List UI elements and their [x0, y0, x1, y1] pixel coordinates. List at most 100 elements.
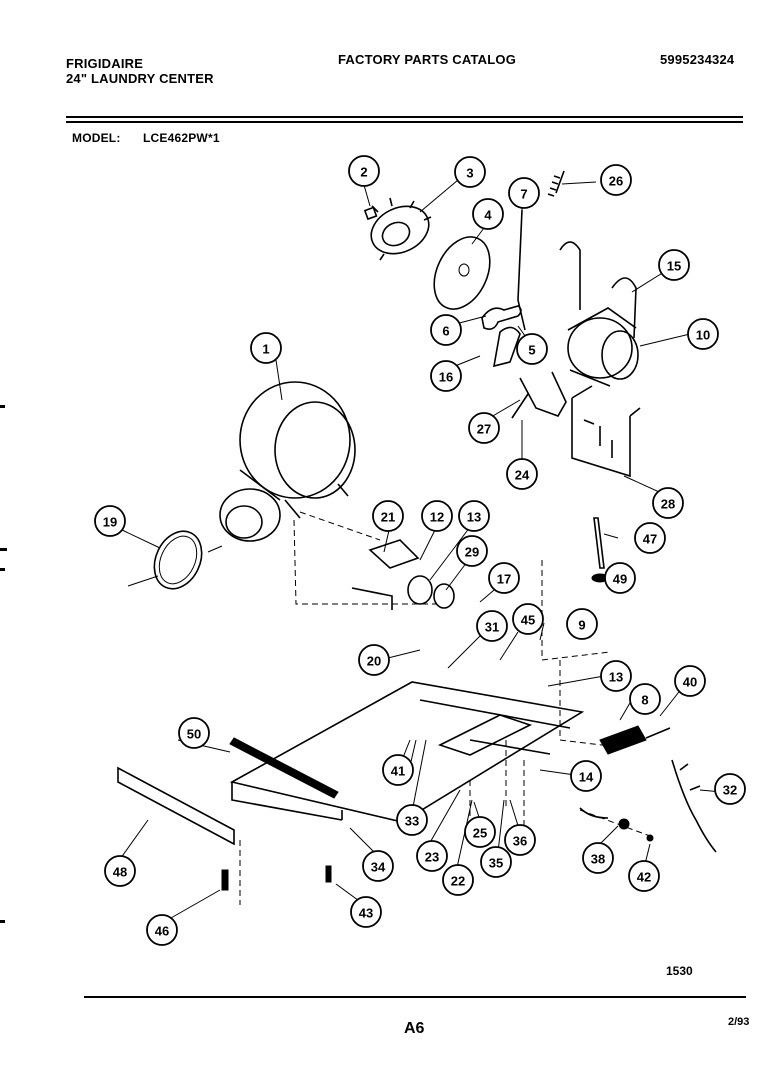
callout-13: 13	[458, 500, 490, 532]
callout-34: 34	[362, 850, 394, 882]
callout-circle	[714, 773, 746, 805]
callout-circle	[468, 412, 500, 444]
callout-36: 36	[504, 824, 536, 856]
callout-20: 20	[358, 644, 390, 676]
bolt-part	[325, 865, 332, 883]
bolt-part	[221, 869, 229, 891]
assembly-line	[541, 560, 611, 747]
drawing-code: 1530	[666, 964, 693, 978]
rail-part	[229, 737, 339, 799]
callout-27: 27	[468, 412, 500, 444]
callout-15: 15	[658, 249, 690, 281]
callout-circle	[566, 608, 598, 640]
assembly-line	[579, 809, 651, 837]
callout-42: 42	[628, 860, 660, 892]
callout-circle	[512, 603, 544, 635]
callout-17: 17	[488, 562, 520, 594]
callout-label: 3	[466, 166, 473, 181]
callout-4: 4	[472, 198, 504, 230]
callout-label: 8	[641, 693, 648, 708]
leader-line	[117, 179, 723, 923]
brand-name: FRIGIDAIRE	[66, 56, 144, 71]
callout-label: 13	[609, 670, 623, 685]
callout-label: 47	[643, 532, 657, 547]
callout-label: 34	[371, 860, 386, 875]
callout-circle	[604, 562, 636, 594]
bracket-part	[481, 305, 522, 330]
callout-label: 10	[696, 328, 710, 343]
callout-circle	[658, 249, 690, 281]
shaft-assembly-part	[351, 539, 455, 610]
callout-circle	[456, 535, 488, 567]
callout-label: 15	[667, 259, 681, 274]
callout-circle	[430, 360, 462, 392]
motor-mount-part	[571, 385, 641, 478]
callout-circle	[416, 840, 448, 872]
callout-label: 17	[497, 572, 511, 587]
callout-circle	[464, 816, 496, 848]
callout-49: 49	[604, 562, 636, 594]
callout-label: 4	[484, 208, 492, 223]
callout-31: 31	[476, 610, 508, 642]
callout-circle	[504, 824, 536, 856]
callout-12: 12	[421, 500, 453, 532]
assembly-line	[299, 511, 381, 541]
callout-32: 32	[714, 773, 746, 805]
blower-housing-part	[219, 381, 356, 542]
callout-label: 21	[381, 510, 395, 525]
callout-14: 14	[570, 760, 602, 792]
rail-part-48	[117, 766, 235, 846]
callout-45: 45	[512, 603, 544, 635]
callout-29: 29	[456, 535, 488, 567]
callout-label: 29	[465, 545, 479, 560]
callout-label: 38	[591, 852, 605, 867]
scan-mark	[0, 920, 5, 923]
callout-48: 48	[104, 855, 136, 887]
callout-circle	[458, 500, 490, 532]
idler-arm-part	[511, 371, 567, 419]
callout-label: 50	[187, 727, 201, 742]
callout-7: 7	[508, 177, 540, 209]
callout-circle	[570, 760, 602, 792]
callout-41: 41	[382, 754, 414, 786]
callout-46: 46	[146, 914, 178, 946]
callout-label: 2	[360, 165, 367, 180]
callout-35: 35	[480, 846, 512, 878]
callout-circle	[396, 804, 428, 836]
callout-circle	[634, 522, 666, 554]
callout-label: 36	[513, 834, 527, 849]
callout-8: 8	[629, 683, 661, 715]
callout-label: 48	[113, 865, 127, 880]
callout-26: 26	[600, 164, 632, 196]
callout-circle	[506, 458, 538, 490]
callout-38: 38	[582, 842, 614, 874]
callout-circle	[600, 164, 632, 196]
callout-circle	[358, 644, 390, 676]
product-subtitle: 24" LAUNDRY CENTER	[66, 71, 214, 86]
callout-circle	[104, 855, 136, 887]
callout-circle	[348, 155, 380, 187]
callout-circle	[454, 156, 486, 188]
nut-part	[363, 206, 378, 221]
callout-label: 46	[155, 924, 169, 939]
callout-circle	[582, 842, 614, 874]
callout-circle	[687, 318, 719, 350]
callout-circle	[674, 665, 706, 697]
callout-label: 19	[103, 515, 117, 530]
callout-label: 14	[579, 770, 594, 785]
callout-1: 1	[250, 332, 282, 364]
callout-33: 33	[396, 804, 428, 836]
callout-circle	[628, 860, 660, 892]
power-cord-part	[671, 759, 717, 853]
callout-circle	[476, 610, 508, 642]
callout-label: 32	[723, 783, 737, 798]
callout-circle	[362, 850, 394, 882]
callout-label: 25	[473, 826, 487, 841]
callout-3: 3	[454, 156, 486, 188]
callout-label: 22	[451, 874, 465, 889]
callout-19: 19	[94, 505, 126, 537]
callout-6: 6	[430, 314, 462, 346]
callout-circle	[480, 846, 512, 878]
model-value: LCE462PW*1	[143, 131, 220, 145]
callout-label: 41	[391, 764, 405, 779]
